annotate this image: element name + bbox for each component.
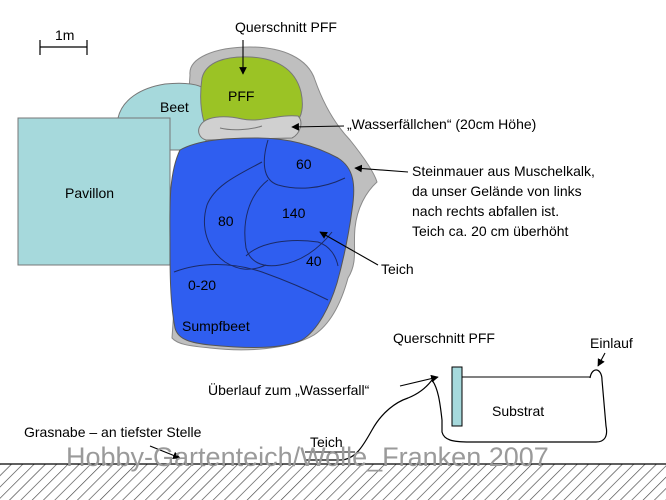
beet-label: Beet [160, 99, 189, 115]
pond-area [169, 137, 355, 348]
ground-hatch [0, 464, 666, 500]
substrat-label: Substrat [492, 403, 544, 419]
cross-section-title: Querschnitt PFF [393, 330, 495, 346]
wall-callout-line-4: Teich ca. 20 cm überhöht [412, 223, 569, 239]
waterfall-inner-line [219, 125, 263, 131]
pavillon-label: Pavillon [65, 185, 114, 201]
depth-60: 60 [296, 156, 312, 172]
einlauf-pointer [597, 352, 606, 367]
pff-label: PFF [228, 88, 254, 104]
ueberlauf-slot [451, 366, 463, 427]
depth-140: 140 [282, 205, 306, 221]
wall-callout-line-1: Steinmauer aus Muschelkalk, [412, 163, 595, 179]
wall-pointer [354, 164, 409, 173]
ueberlauf-pointer [399, 374, 439, 387]
watermark: Hobby-Gartenteich/Wolle_Franken 2007 [66, 442, 549, 472]
waterfall-pointer [291, 123, 345, 131]
cross-section-teich-label: Teich [310, 434, 343, 450]
grasnabe-label: Grasnabe – an tiefster Stelle [24, 424, 202, 440]
scale-bar: 1m [39, 27, 88, 55]
sumpfbeet-label: Sumpfbeet [182, 318, 250, 334]
wall-callout-line-2: da unser Gelände von links [412, 183, 582, 199]
scale-bar-label: 1m [55, 27, 74, 43]
pff-area [200, 56, 303, 123]
wall-callout-line-3: nach rechts abfallen ist. [412, 203, 559, 219]
grasnabe-pointer [149, 445, 181, 460]
ueberlauf-label: Überlauf zum „Wasserfall“ [208, 381, 370, 398]
teich-pointer [319, 231, 379, 266]
pavillon-area [17, 117, 171, 266]
einlauf-label: Einlauf [590, 335, 633, 351]
depth-zone-lines [173, 139, 346, 301]
waterfall-callout: „Wasserfällchen“ (20cm Höhe) [347, 116, 536, 132]
waterfall-area [198, 115, 302, 141]
depth-80: 80 [218, 213, 234, 229]
top-section-title: Querschnitt PFF [235, 19, 337, 35]
teich-callout: Teich [381, 261, 414, 277]
depth-0-20: 0-20 [188, 277, 216, 293]
depth-40: 40 [306, 253, 322, 269]
cross-section-profile [305, 369, 608, 461]
